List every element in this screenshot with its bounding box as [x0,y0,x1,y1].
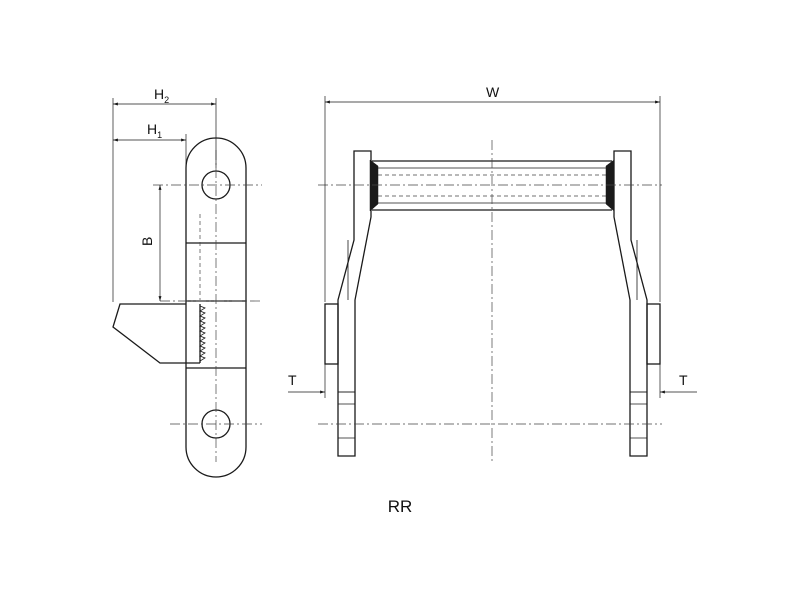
side-view: H2 H1 B [112,86,262,478]
dim-t-right-label: T [679,372,688,388]
right-side-plate [613,150,648,457]
left-side-plate [337,150,372,457]
front-view: W T T [288,84,697,462]
dim-h2-label: H2 [154,86,169,105]
attachment-wing [112,303,200,364]
dim-t-left-label: T [288,372,297,388]
right-attachment-plate [646,303,661,365]
model-caption: RR [387,497,413,516]
left-weld [369,159,379,212]
side-link-plate [185,137,247,478]
dim-w-label: W [486,84,500,100]
right-weld [605,159,615,212]
dim-b-label: B [139,237,155,246]
dim-h1-label: H1 [147,121,162,140]
left-attachment-plate [324,303,339,365]
